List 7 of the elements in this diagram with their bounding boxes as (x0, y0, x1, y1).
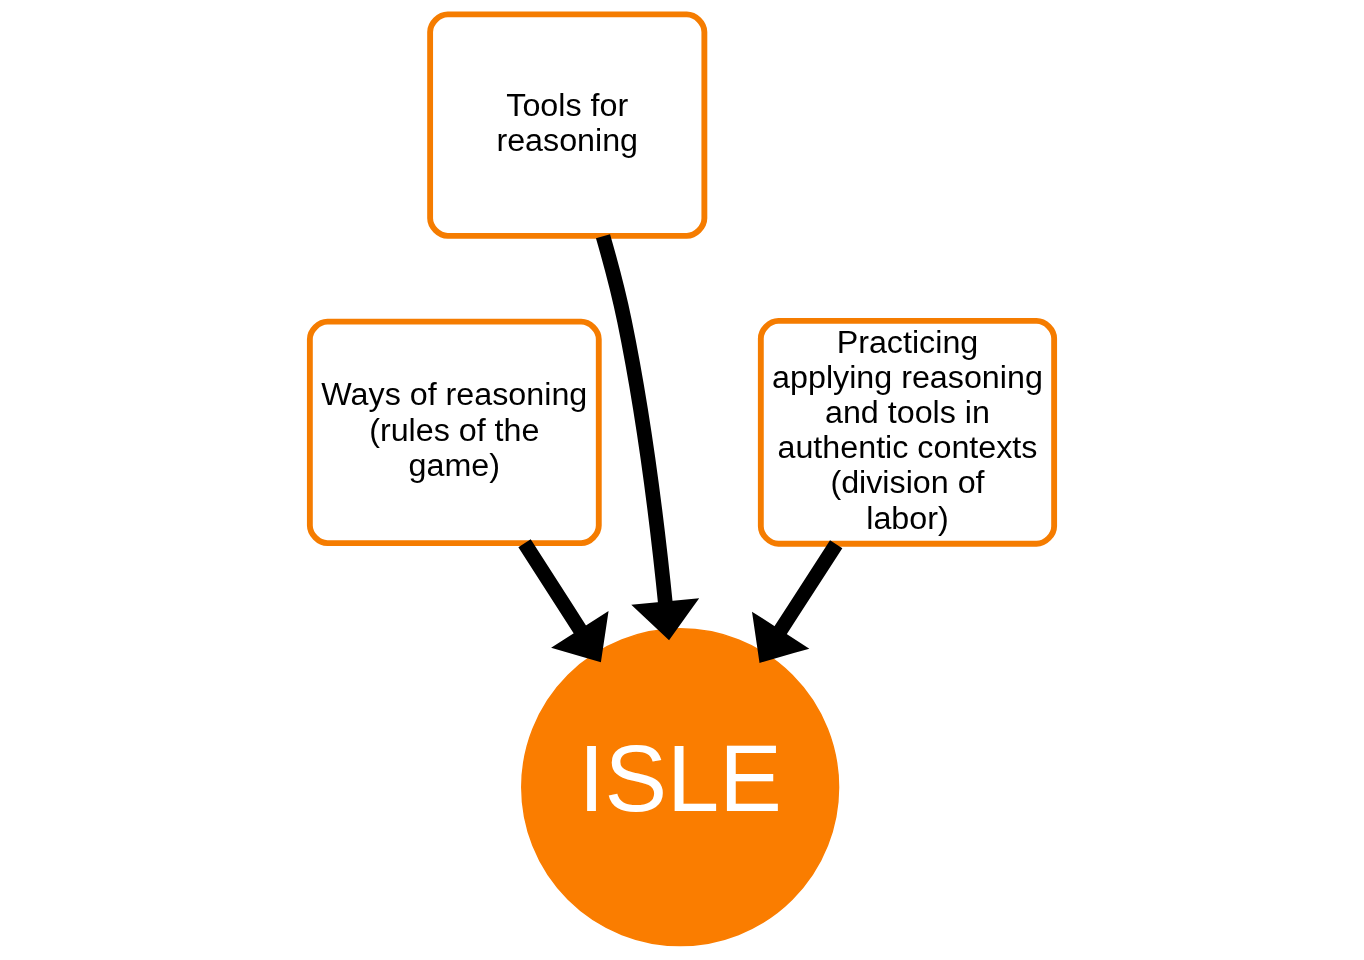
node-box: Ways of reasoning (rules of the game) (306, 318, 602, 546)
node-box: Practicing applying reasoning and tools in authentic contexts (division of labor) (757, 317, 1058, 547)
node-circle: ISLE (521, 628, 840, 947)
node-box: Tools for reasoning (427, 11, 708, 239)
arrow (752, 540, 843, 663)
arrow (595, 234, 700, 641)
arrow (518, 539, 609, 663)
